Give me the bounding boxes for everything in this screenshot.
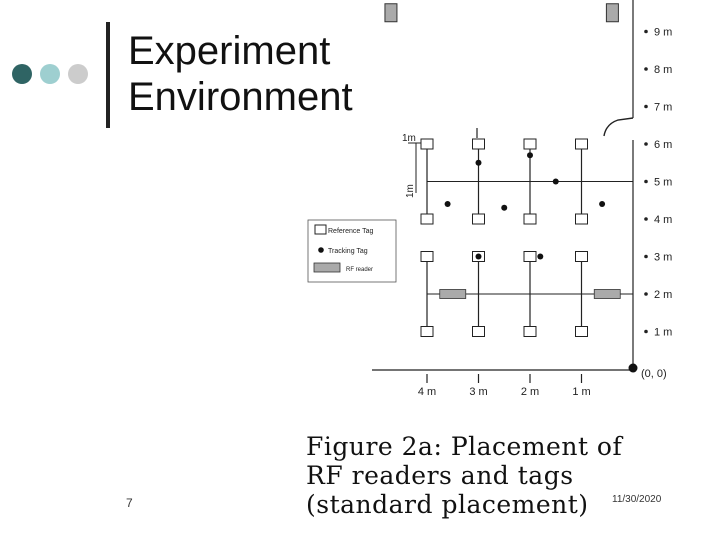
reference-tag: [420, 326, 434, 337]
legend-ref-label: Reference Tag: [328, 228, 374, 235]
tracking-tag: [552, 178, 559, 185]
origin-marker: [628, 363, 638, 373]
bullet-dot: [68, 64, 88, 84]
legend-reader-icon: [313, 262, 341, 273]
origin-label: (0, 0): [641, 368, 667, 380]
caption-line: (standard placement): [306, 490, 589, 519]
slide-number: 7: [126, 496, 133, 510]
rf-reader: [439, 289, 467, 299]
slide-date: 11/30/2020: [612, 494, 662, 505]
diagram-static: Reference Tag Tracking Tag RF reader 1m …: [307, 0, 667, 380]
axis-label: 6 m: [654, 139, 672, 151]
reference-tag: [575, 138, 588, 150]
reference-tag: [472, 326, 485, 337]
tracking-tag: [599, 201, 606, 207]
axis-label: 9 m: [654, 27, 672, 39]
reference-tag: [420, 138, 434, 150]
tracking-tag: [527, 152, 533, 159]
reference-tag: [575, 326, 588, 337]
title-line: Experiment: [128, 29, 331, 73]
axis-tick: [644, 67, 648, 71]
axis-label: 2 m: [521, 386, 539, 398]
rf-reader: [384, 3, 398, 23]
reference-tag: [575, 251, 588, 262]
tracking-tag: [501, 204, 508, 211]
bullet-dot: [12, 64, 32, 84]
title-line: Environment: [128, 75, 353, 119]
title-divider: [106, 22, 110, 128]
reference-tag: [575, 213, 588, 225]
axis-label: 7 m: [654, 102, 672, 114]
axis-tick: [644, 142, 648, 146]
legend-tracking-icon: [318, 247, 324, 253]
axis-label: 3 m: [654, 252, 672, 264]
reference-tag: [523, 326, 537, 337]
legend-tracking-label: Tracking Tag: [328, 248, 368, 255]
axis-label: 3 m: [469, 386, 487, 398]
tracking-tag: [444, 201, 451, 207]
axis-tick: [644, 254, 648, 259]
legend-reader-label: RF reader: [346, 267, 373, 273]
rf-reader: [593, 289, 621, 299]
axis-label: 2 m: [654, 289, 672, 301]
door-arc: [603, 117, 634, 137]
figure-caption: Figure 2a: Placement of RF readers and t…: [306, 432, 622, 519]
axis-label: 4 m: [654, 214, 672, 226]
tracking-tag: [475, 159, 482, 166]
axis-tick: [644, 329, 648, 334]
axis-tick: [644, 217, 648, 221]
reference-tag: [523, 251, 537, 262]
axis-label: 8 m: [654, 64, 672, 76]
axis-tick: [644, 29, 648, 34]
reference-tag: [420, 251, 434, 262]
axis-label: 1 m: [654, 327, 672, 339]
axis-label: 1 m: [572, 386, 590, 398]
legend-ref-icon: [314, 224, 327, 235]
axis-tick: [644, 292, 648, 296]
slide-title: Experiment Environment: [128, 28, 353, 120]
scale-label: 1m: [402, 133, 416, 144]
bullet-dot: [40, 64, 60, 84]
reference-tag: [472, 213, 485, 225]
axis-tick: [644, 179, 648, 184]
axis-tick: [644, 104, 648, 109]
rf-reader: [605, 3, 619, 23]
reference-tag: [472, 138, 485, 150]
tracking-tag: [537, 253, 544, 260]
axis-label: 4 m: [418, 386, 436, 398]
reference-tag: [420, 213, 434, 225]
tracking-tag: [475, 253, 482, 260]
caption-line: RF readers and tags: [306, 461, 574, 490]
reference-tag: [523, 213, 537, 225]
reference-tag: [523, 138, 537, 150]
diagram-marks: 9 m 8 m 7 m 6 m 5 m 4 m 3 m 2 m 1 m 4 m 3 m 2 m 1 m: [384, 3, 672, 398]
caption-line: Figure 2a: Placement of: [306, 432, 623, 461]
axis-label: 5 m: [654, 177, 672, 189]
scale-label: 1m: [405, 184, 416, 198]
